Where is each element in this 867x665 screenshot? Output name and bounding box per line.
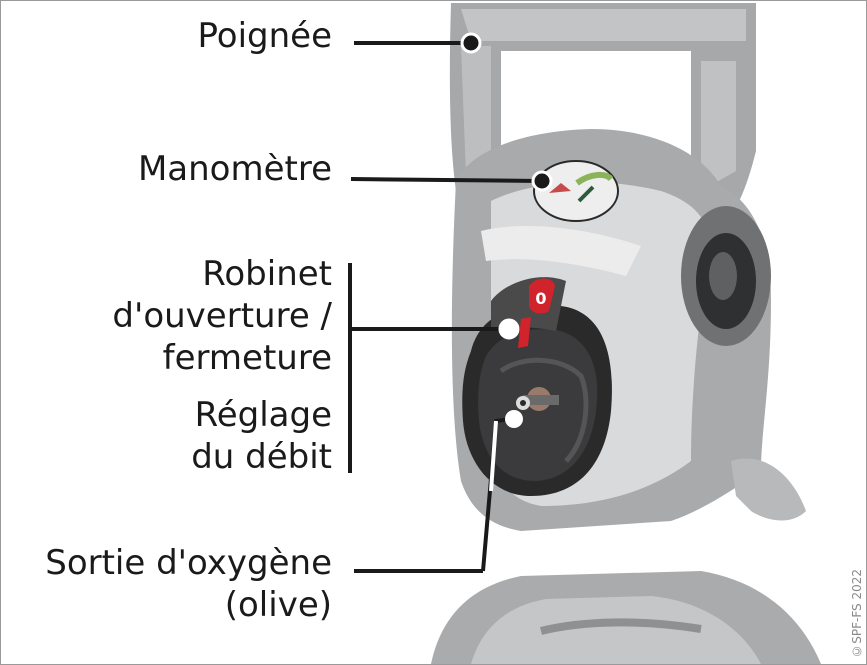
label-outlet-line1: Sortie d'oxygène [45,543,332,583]
label-flow-setting: Réglage du débit [191,394,332,478]
handle-opening [501,51,671,136]
label-gauge: Manomètre [137,149,332,189]
label-valve-line2: d'ouverture / [112,296,332,336]
pressure-gauge [533,160,619,222]
label-handle: Poignée [197,16,332,56]
label-outlet-line2: (olive) [224,585,332,625]
label-flow-line2: du débit [191,437,332,477]
label-oxygen-outlet: Sortie d'oxygène (olive) [45,542,332,626]
label-valve-line3: fermeture [162,338,332,378]
label-on-off-valve: Robinet d'ouverture / fermeture [112,253,332,379]
label-valve-line1: Robinet [202,254,332,294]
label-flow-line1: Réglage [194,395,332,435]
copyright-notice: ©SPF-FS 2022 [850,569,864,658]
on-off-valve-red [529,278,555,314]
leader-dots [460,32,553,192]
valve-zero-mark: 0 [535,289,546,308]
